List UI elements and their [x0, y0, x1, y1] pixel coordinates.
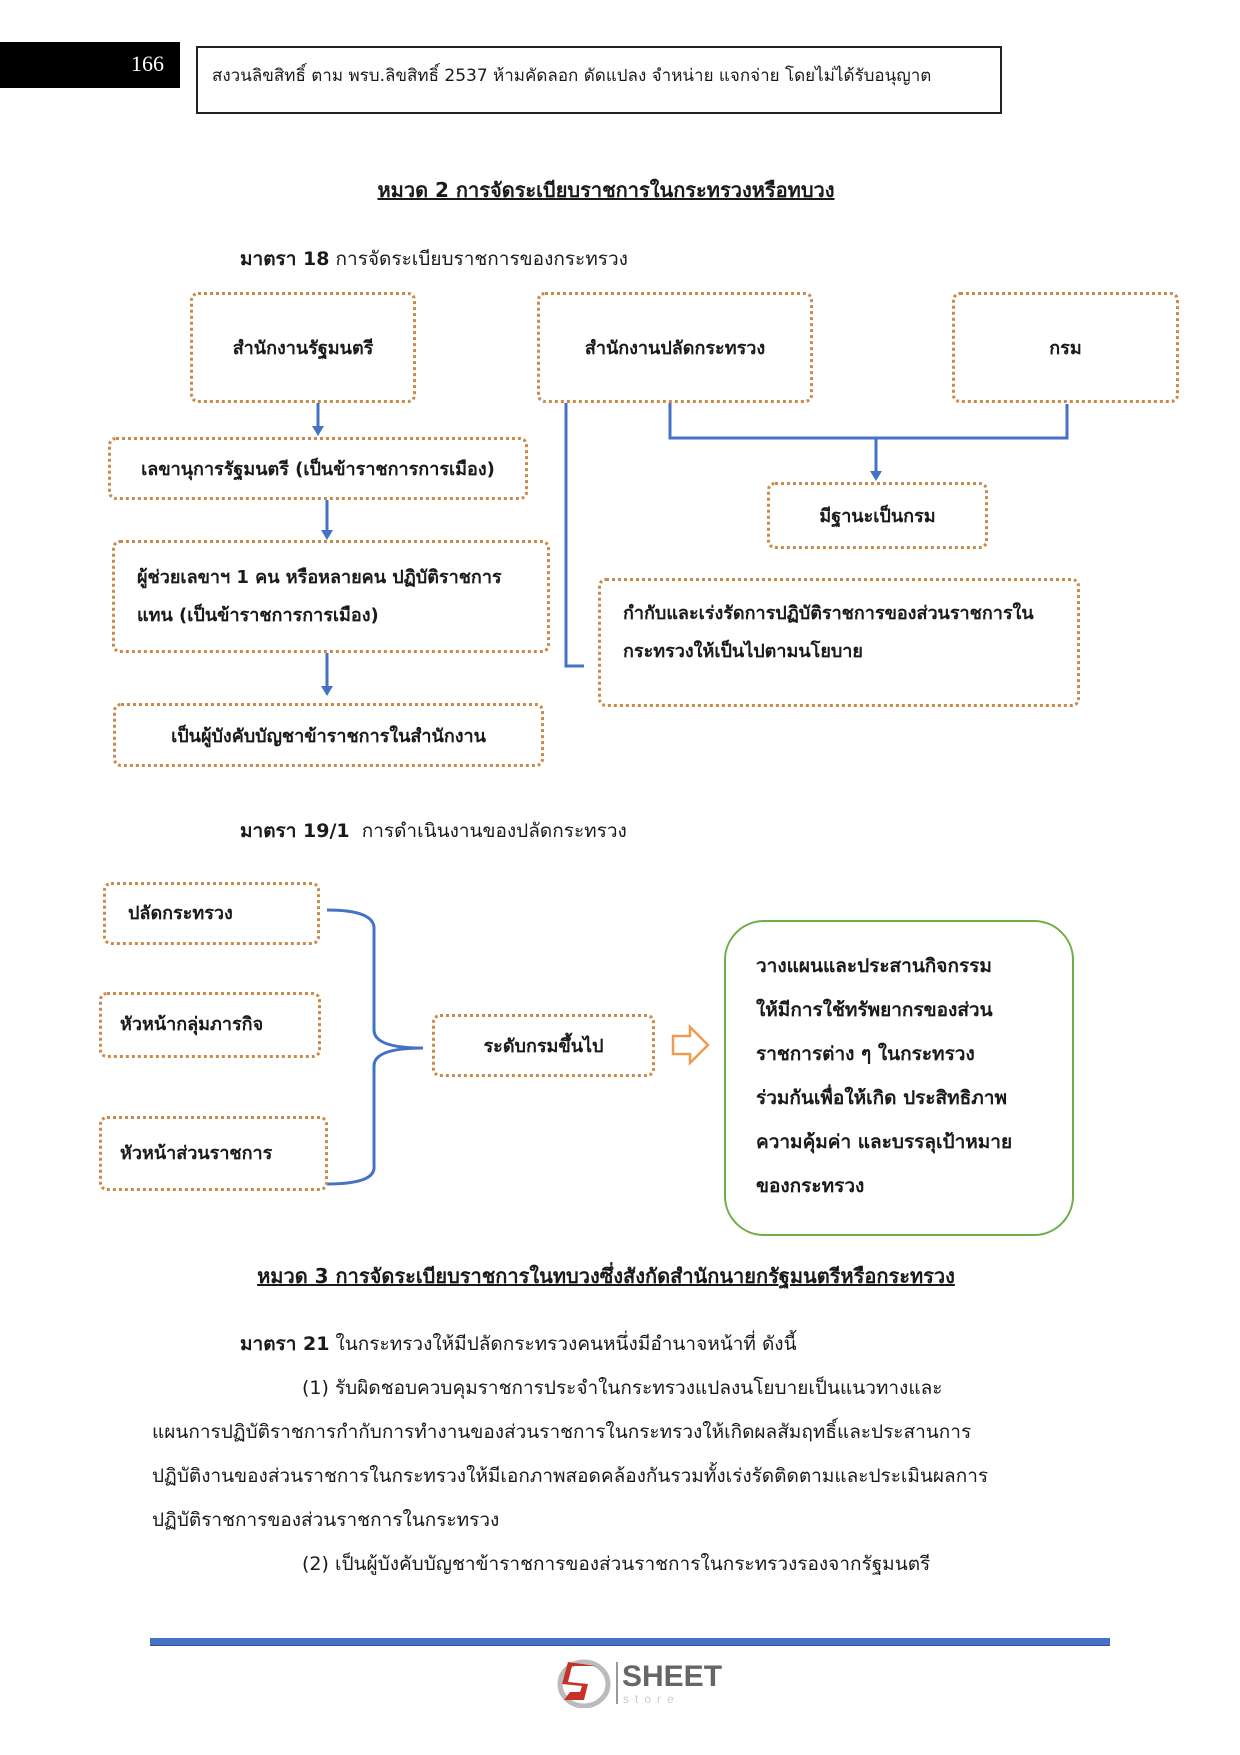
box-agency-head: หัวหน้าส่วนราชการ — [99, 1116, 328, 1191]
box-mission-group-head: หัวหน้ากลุ่มภารกิจ — [99, 992, 321, 1058]
box-pm-office: สำนักงานรัฐมนตรี — [190, 292, 416, 403]
paragraph-line: (1) รับผิดชอบควบคุมราชการประจำในกระทรวงแ… — [302, 1377, 943, 1399]
paragraph-line: ปฏิบัติราชการของส่วนราชการในกระทรวง — [152, 1509, 500, 1531]
result-line: วางแผนและประสานกิจกรรม — [756, 955, 992, 977]
box-perm-sec-office: สำนักงานปลัดกระทรวง — [537, 292, 813, 403]
section21-heading: มาตรา 21 ในกระทรวงให้มีปลัดกระทรวงคนหนึ่… — [240, 1329, 797, 1359]
chapter3-title: หมวด 3 การจัดระเบียบราชการในทบวงซึ่งสังก… — [257, 1264, 955, 1288]
box-dept-status: มีฐานะเป็นกรม — [767, 482, 988, 549]
box-supervise: กำกับและเร่งรัดการปฏิบัติราชการของส่วนรา… — [598, 578, 1080, 707]
arrow-down-icon — [312, 426, 324, 436]
box-assistant: ผู้ช่วยเลขาฯ 1 คน หรือหลายคน ปฏิบัติราชก… — [112, 540, 550, 653]
result-line: ความคุ้มค่า และบรรลุเป้าหมาย — [756, 1131, 1013, 1153]
box-secretary: เลขานุการรัฐมนตรี (เป็นข้าราชการการเมือง… — [108, 437, 528, 500]
section19-1-label: มาตรา 19/1 — [240, 820, 350, 842]
section19-1-heading: มาตรา 19/1 การดำเนินงานของปลัดกระทรวง — [240, 816, 627, 846]
arrow-down-icon — [870, 471, 882, 481]
logo-s-icon — [557, 1659, 611, 1708]
supervise-line2: กระทรวงให้เป็นไปตามนโยบาย — [623, 641, 863, 662]
section21-label: มาตรา 21 — [240, 1333, 330, 1355]
result-line: ราชการต่าง ๆ ในกระทรวง — [756, 1043, 975, 1065]
section21-text: ในกระทรวงให้มีปลัดกระทรวงคนหนึ่งมีอำนาจห… — [335, 1333, 797, 1355]
paragraph-line: ปฏิบัติงานของส่วนราชการในกระทรวงให้มีเอก… — [152, 1465, 989, 1487]
supervise-line1: กำกับและเร่งรัดการปฏิบัติราชการของส่วนรา… — [623, 603, 1034, 624]
chapter2-title: หมวด 2 การจัดระเบียบราชการในกระทรวงหรือท… — [377, 178, 835, 202]
page-number: 166 — [131, 51, 164, 76]
result-line: ให้มีการใช้ทรัพยากรของส่วน — [756, 999, 993, 1021]
logo-text: SHEET — [622, 1660, 723, 1693]
result-line: ร่วมกันเพื่อให้เกิด ประสิทธิภาพ — [756, 1087, 1007, 1109]
arrow-down-icon — [321, 530, 333, 540]
connector-line — [668, 403, 1069, 440]
result-line: ของกระทรวง — [756, 1175, 865, 1197]
section19-1-text: การดำเนินงานของปลัดกระทรวง — [361, 820, 627, 842]
page-number-tab: 166 — [0, 42, 180, 88]
paragraph-line: (2) เป็นผู้บังคับบัญชาข้าราชการของส่วนรา… — [302, 1553, 931, 1575]
box-commander: เป็นผู้บังคับบัญชาข้าราชการในสำนักงาน — [113, 703, 544, 767]
section18-text: การจัดระเบียบราชการของกระทรวง — [335, 248, 628, 270]
copyright-notice: สงวนลิขสิทธิ์ ตาม พรบ.ลิขสิทธิ์ 2537 ห้า… — [212, 66, 932, 86]
assistant-line1: ผู้ช่วยเลขาฯ 1 คน หรือหลายคน ปฏิบัติราชก… — [137, 566, 502, 588]
box-perm-secretary: ปลัดกระทรวง — [103, 882, 320, 945]
footer-rule — [150, 1638, 1110, 1646]
section18-label: มาตรา 18 — [240, 248, 330, 270]
logo-subtext: store — [623, 1692, 680, 1706]
box-department: กรม — [952, 292, 1179, 403]
brace-connector — [326, 908, 424, 1186]
arrow-right-icon — [671, 1023, 710, 1067]
assistant-line2: แทน (เป็นข้าราชการการเมือง) — [137, 604, 379, 626]
section18-heading: มาตรา 18 การจัดระเบียบราชการของกระทรวง — [240, 244, 628, 274]
paragraph-line: แผนการปฏิบัติราชการกำกับการทำงานของส่วนร… — [152, 1421, 972, 1443]
copyright-header: สงวนลิขสิทธิ์ ตาม พรบ.ลิขสิทธิ์ 2537 ห้า… — [196, 46, 1002, 114]
box-department-level: ระดับกรมขึ้นไป — [432, 1014, 655, 1077]
box-result: วางแผนและประสานกิจกรรม ให้มีการใช้ทรัพยา… — [724, 920, 1074, 1236]
connector-line — [564, 403, 584, 668]
arrow-down-icon — [321, 686, 333, 696]
sheet-store-logo: SHEET store — [556, 1658, 726, 1708]
